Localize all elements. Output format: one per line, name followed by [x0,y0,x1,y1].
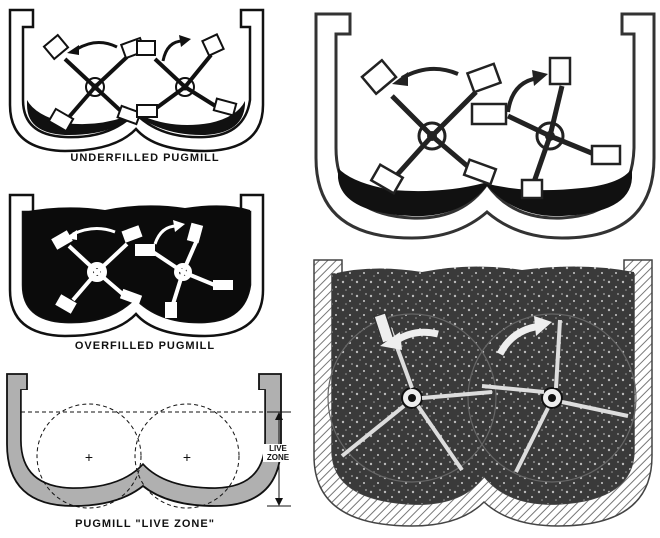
overfilled-pugmill-diagram [5,190,280,340]
underfilled-pugmill-large [312,8,657,238]
underfilled-caption: UNDERFILLED PUGMILL [55,152,235,164]
live-zone-caption: PUGMILL "LIVE ZONE" [45,518,245,530]
live-zone-label-2: ZONE [263,453,293,462]
rotation-arrow-left [77,42,117,49]
underfilled-pugmill-diagram [5,5,280,155]
live-zone-label-1: LIVE [263,444,293,453]
svg-text:+: + [183,449,191,465]
overfilled-pugmill-large [312,250,657,530]
rotation-arrow-right [508,78,538,112]
live-zone-diagram: + + [3,372,293,512]
left-paddle-assembly [362,60,501,193]
overfilled-caption: OVERFILLED PUGMILL [55,340,235,352]
svg-text:+: + [85,449,93,465]
right-paddle-assembly [137,34,236,117]
left-paddle-assembly [44,35,145,131]
rotation-arrow-right [163,41,183,61]
rotation-arrow-left [402,69,458,78]
